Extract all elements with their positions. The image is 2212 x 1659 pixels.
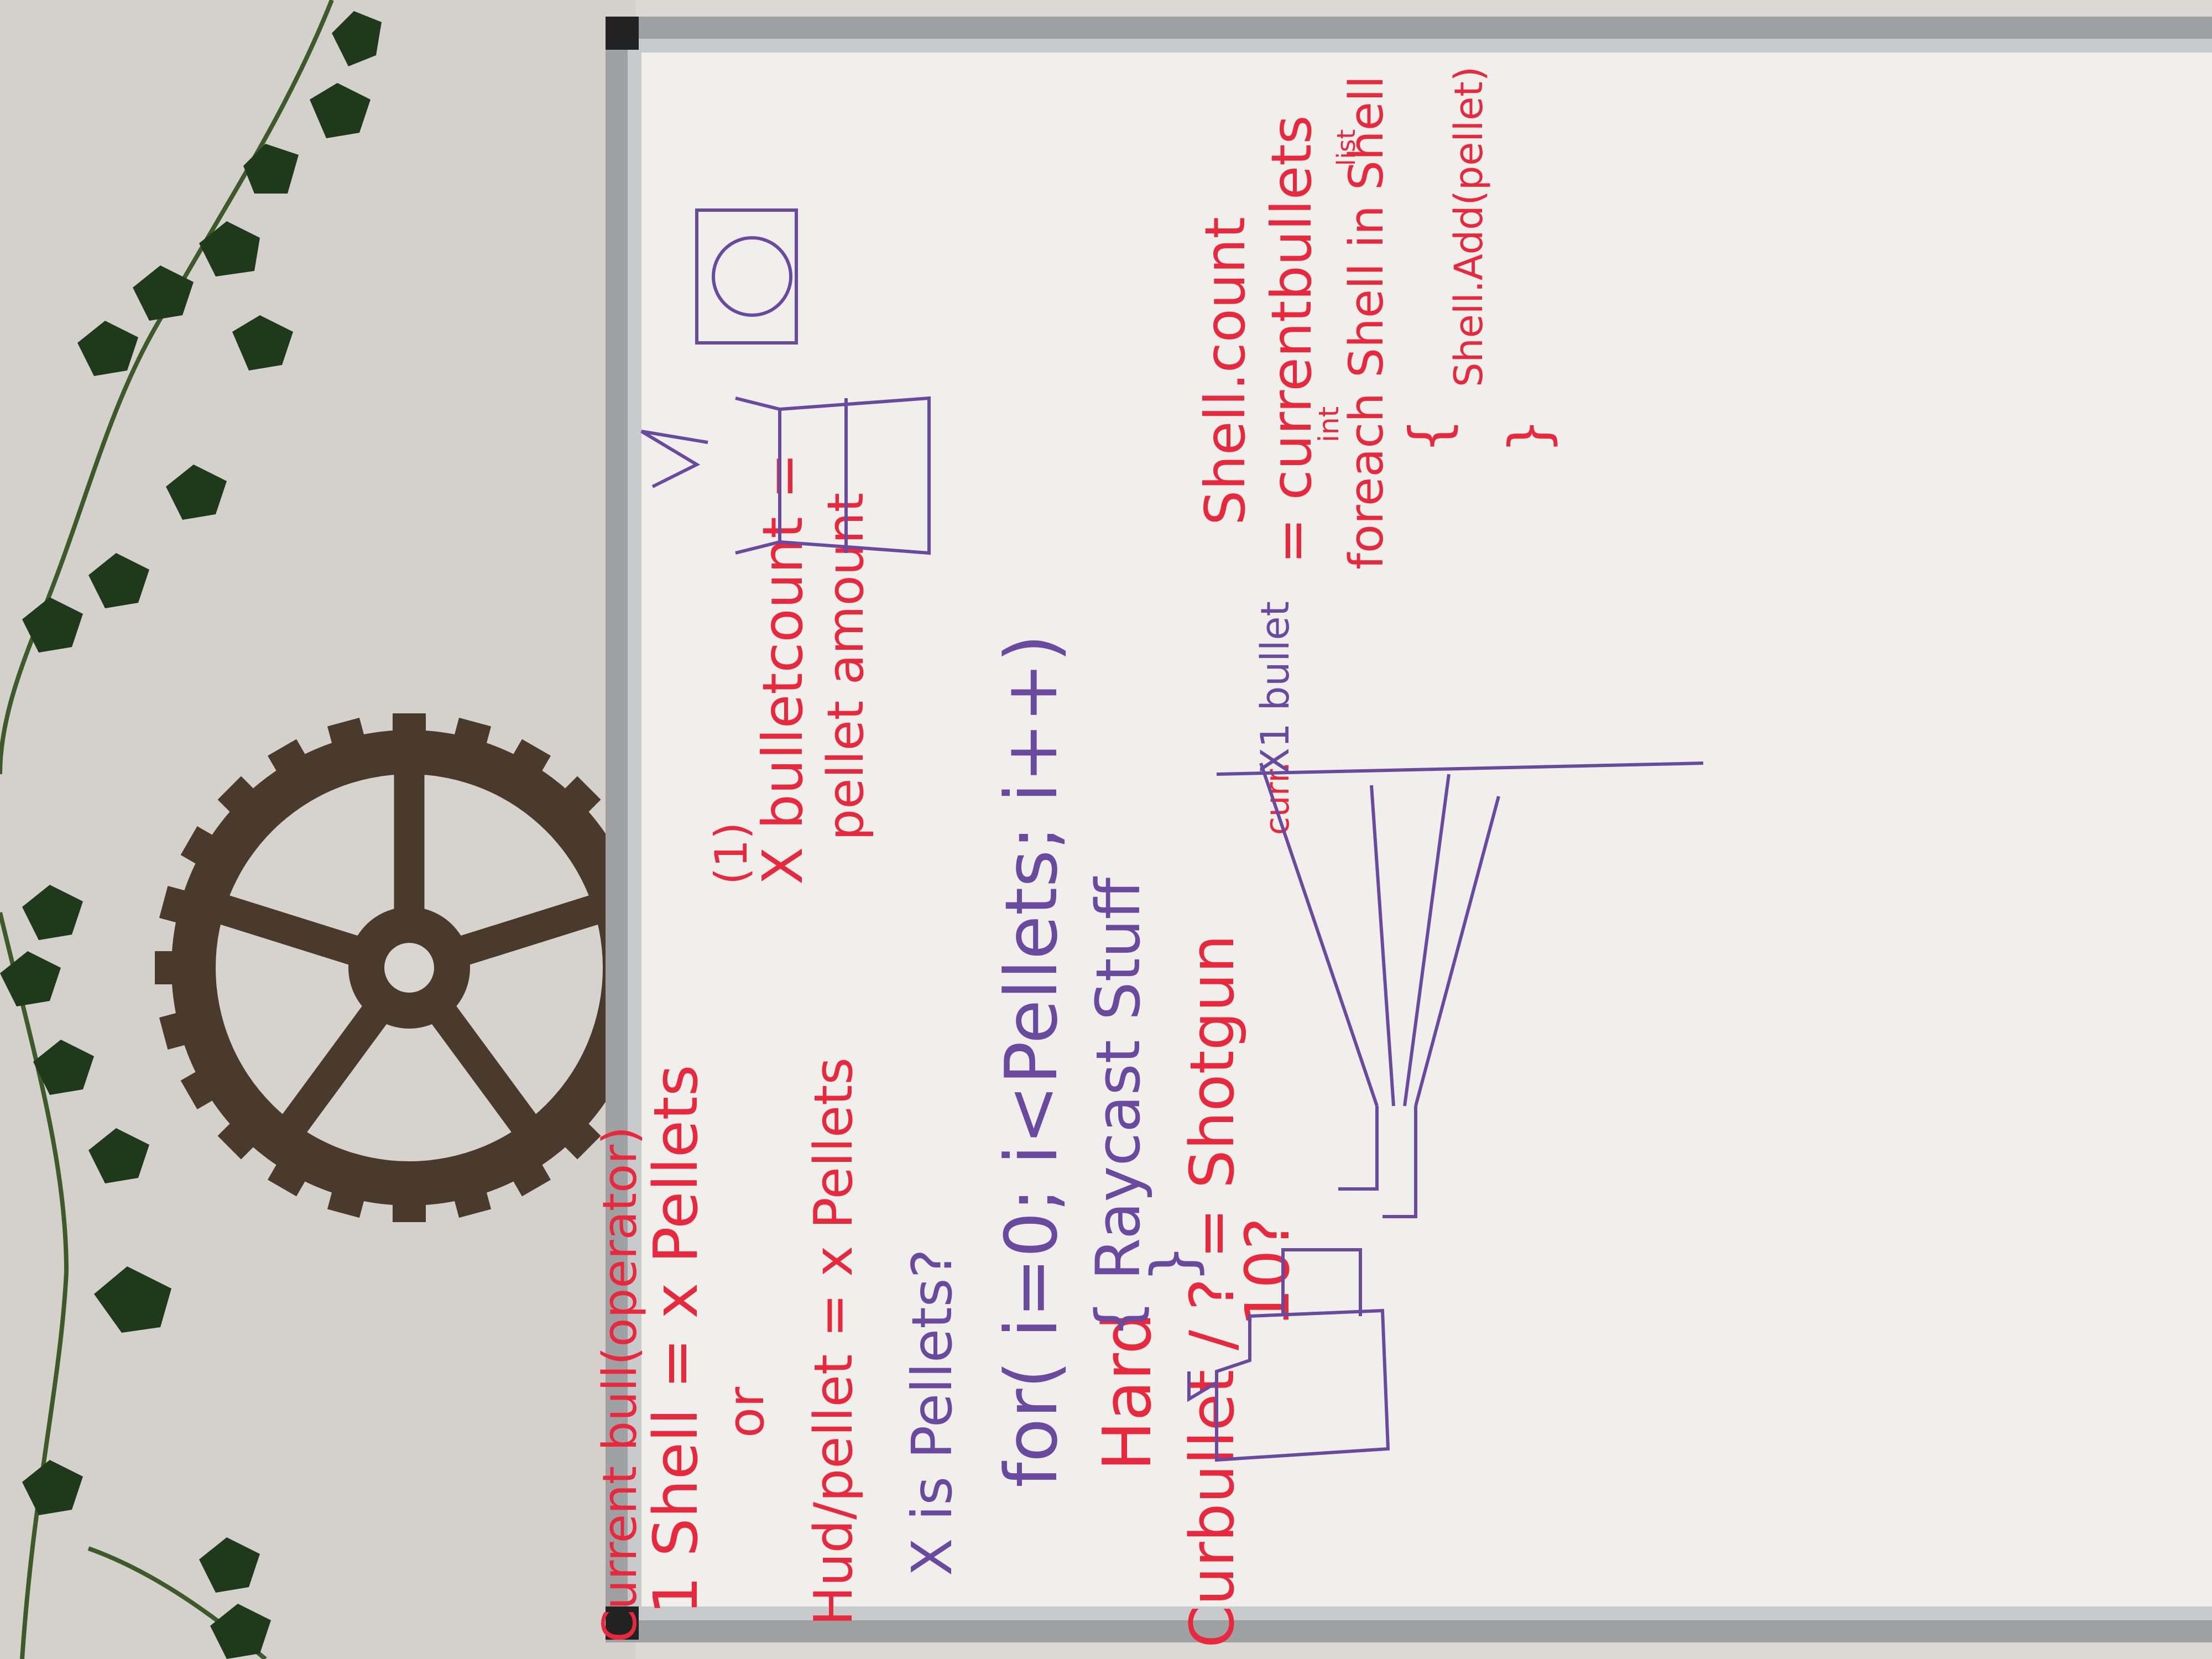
note-x1-bullet: X1 bullet	[1253, 601, 1298, 774]
note-current-bull: Current bull(operator)	[593, 1126, 648, 1642]
ivy-leaves	[0, 11, 382, 1659]
note-or: or	[717, 1387, 775, 1438]
note-hud-pellet: Hud/pellet = x Pellets	[804, 1057, 864, 1626]
note-int: int	[1313, 406, 1345, 442]
note-shell-count: Shell.count	[1193, 217, 1258, 525]
note-open-brace: {	[1397, 418, 1462, 453]
note-for-loop: for( i=0; i<Pellets; i++)	[989, 634, 1073, 1488]
note-shell-pellets: 1 Shell = x Pellets	[640, 1065, 711, 1615]
note-bullet-count: X bulletcount =	[750, 453, 815, 885]
note-current-bullets: = currentbullets	[1259, 115, 1324, 564]
note-close-brace: }	[1497, 418, 1562, 453]
note-curbullet-shotgun: Curbullet / ? = Shotgun	[1177, 935, 1248, 1648]
note-hard: Hard	[1089, 1312, 1166, 1471]
handwriting-layer: Current bull(operator) 1 Shell = x Pelle…	[593, 66, 1704, 1648]
note-foreach: foreach Shell in Shell	[1339, 76, 1394, 570]
whiteboard	[606, 17, 2212, 1642]
note-purple-close: }	[1138, 1244, 1209, 1283]
note-ten: 10?	[1232, 1218, 1303, 1327]
note-raycast: { Raycast Stuff	[1083, 877, 1154, 1338]
shotgun-sketch	[1187, 761, 1704, 1462]
gear-decoration	[155, 713, 664, 1222]
character-doodle	[640, 208, 931, 555]
note-list: list	[1332, 129, 1361, 166]
note-shell-add: Shell.Add(pellet)	[1446, 66, 1491, 387]
note-one-marker: (1)	[706, 822, 757, 885]
note-x-is-pellets: X is Pellets?	[900, 1249, 964, 1576]
